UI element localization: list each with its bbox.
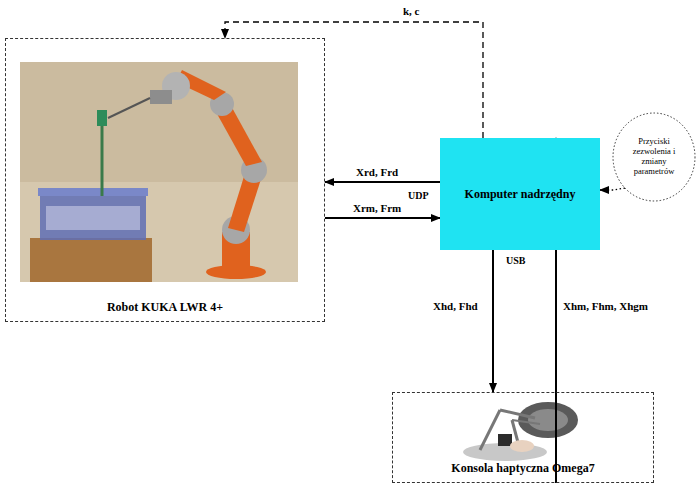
haptic-console-photo <box>463 402 578 461</box>
node-label: Robot KUKA LWR 4+ <box>107 300 223 315</box>
console-group: Konsola haptyczna Omega7 <box>392 392 654 483</box>
connector-arrow <box>600 188 625 190</box>
connector-arrow <box>492 250 494 392</box>
connector-arrow <box>325 181 440 183</box>
robot-photo <box>20 62 298 282</box>
signal-label: k, c <box>402 5 421 17</box>
signal-label: Xhd, Fhd <box>432 300 479 312</box>
node-label: Przyciski zezwolenia i zmiany parametrów <box>622 137 686 176</box>
signal-label: Xrd, Frd <box>355 166 399 178</box>
input-cloud: Przyciski zezwolenia i zmiany parametrów <box>612 112 696 202</box>
protocol-label: USB <box>505 255 526 266</box>
signal-label: Xhm, Fhm, Xhgm <box>562 300 649 312</box>
node-label: Konsola haptyczna Omega7 <box>451 461 594 476</box>
protocol-label: UDP <box>407 190 430 201</box>
robot-group: Robot KUKA LWR 4+ <box>5 38 325 322</box>
node-label: Komputer nadrzędny <box>465 187 576 202</box>
connector-arrow <box>325 217 440 219</box>
process-box: Komputer nadrzędny <box>440 138 600 250</box>
connector-arrow <box>225 22 483 138</box>
signal-label: Xrm, Frm <box>352 202 402 214</box>
